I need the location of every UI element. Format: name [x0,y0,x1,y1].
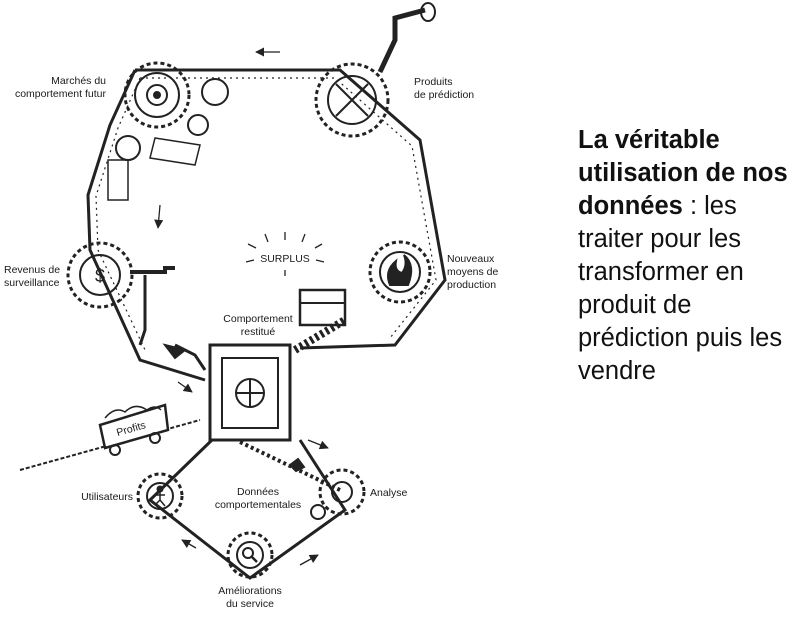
label-revenus-1: Revenus de [4,264,60,276]
label-utilisateurs: Utilisateurs [81,491,133,503]
caption-separator: : [682,192,705,220]
prediction-gear [314,2,436,138]
label-nouveaux-2: moyens de [447,266,499,278]
label-produits-1: Produits [414,76,453,88]
label-ameliorations-1: Améliorations [218,585,282,597]
conveyor-loop [86,68,447,382]
surplus-burst [245,232,325,276]
markets-gear [107,61,229,201]
label-revenus-2: surveillance [4,277,60,289]
users-gear [136,472,184,520]
label-analyse: Analyse [370,487,408,499]
safe [162,343,292,442]
label-produits-2: de prédiction [414,89,474,101]
profits-cart [19,403,201,471]
revenue-gear: $ [66,241,175,346]
caption: La véritable utilisation de nos données … [578,124,793,388]
processing-machine [292,288,348,354]
flow-arrows [154,47,329,566]
label-surplus: SURPLUS [260,253,310,265]
caption-text: les traiter pour les transformer en prod… [578,192,783,385]
service-gear [226,531,274,579]
label-marches-2: comportement futur [15,88,107,100]
label-ameliorations-2: du service [226,598,274,610]
production-gear [368,240,432,304]
label-marches-1: Marchés du [51,75,106,87]
label-nouveaux-1: Nouveaux [447,253,495,265]
analysis-gear [288,457,366,520]
svg-text:$: $ [95,266,105,286]
caption-bold: La véritable utilisation de nos données [578,126,788,220]
label-donnees-1: Données [237,486,279,498]
label-donnees-2: comportementales [215,499,301,511]
surveillance-capitalism-diagram: $ [4,2,499,610]
diagram-labels: Marchés du comportement futur Produits d… [4,75,499,610]
label-nouveaux-3: production [447,279,496,291]
label-comportement-1: Comportement [223,313,293,325]
label-comportement-2: restitué [241,326,276,338]
